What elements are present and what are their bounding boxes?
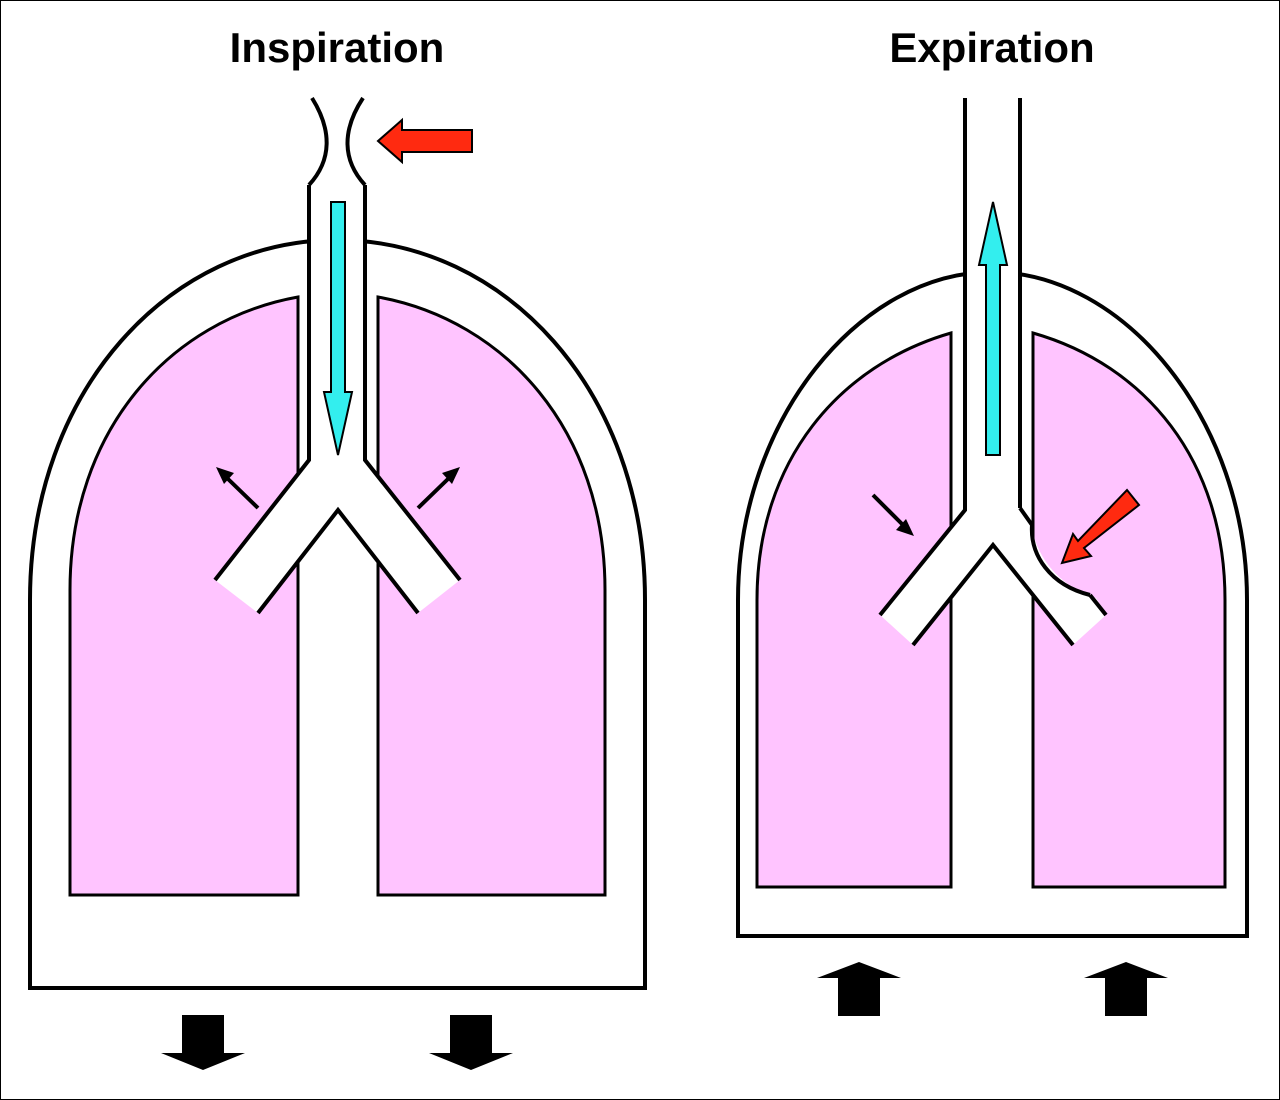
expiration-lung-compression-arrow	[871, 493, 914, 536]
inspiration-diaphragm-arrow-right	[429, 1015, 513, 1070]
inspiration-airflow-arrow	[322, 201, 354, 456]
inspiration-upper-airway-left	[307, 96, 329, 187]
inspiration-right-lung	[376, 295, 607, 897]
inspiration-pressure-arrow	[376, 117, 473, 165]
expiration-title: Expiration	[889, 24, 1095, 71]
inspiration-lung-expansion-right-arrow	[416, 467, 460, 510]
inspiration-upper-airway-right	[345, 96, 367, 187]
expiration-panel	[736, 98, 1249, 1016]
expiration-diaphragm-arrow-right	[1084, 962, 1168, 1016]
inspiration-trachea-outline	[213, 185, 462, 615]
expiration-right-lung	[1031, 331, 1227, 889]
expiration-trachea-outline	[878, 98, 1108, 647]
inspiration-left-lung	[68, 295, 300, 897]
expiration-pressure-arrow	[1060, 488, 1141, 565]
expiration-compressed-airway-wall	[1018, 506, 1091, 597]
expiration-diaphragm-arrow-left	[817, 962, 901, 1016]
inspiration-title: Inspiration	[229, 24, 445, 71]
expiration-airflow-arrow	[977, 201, 1009, 456]
expiration-left-lung	[755, 331, 953, 889]
inspiration-lung-expansion-left-arrow	[216, 467, 260, 510]
inspiration-diaphragm-arrow-left	[161, 1015, 245, 1070]
inspiration-panel	[28, 96, 647, 1070]
